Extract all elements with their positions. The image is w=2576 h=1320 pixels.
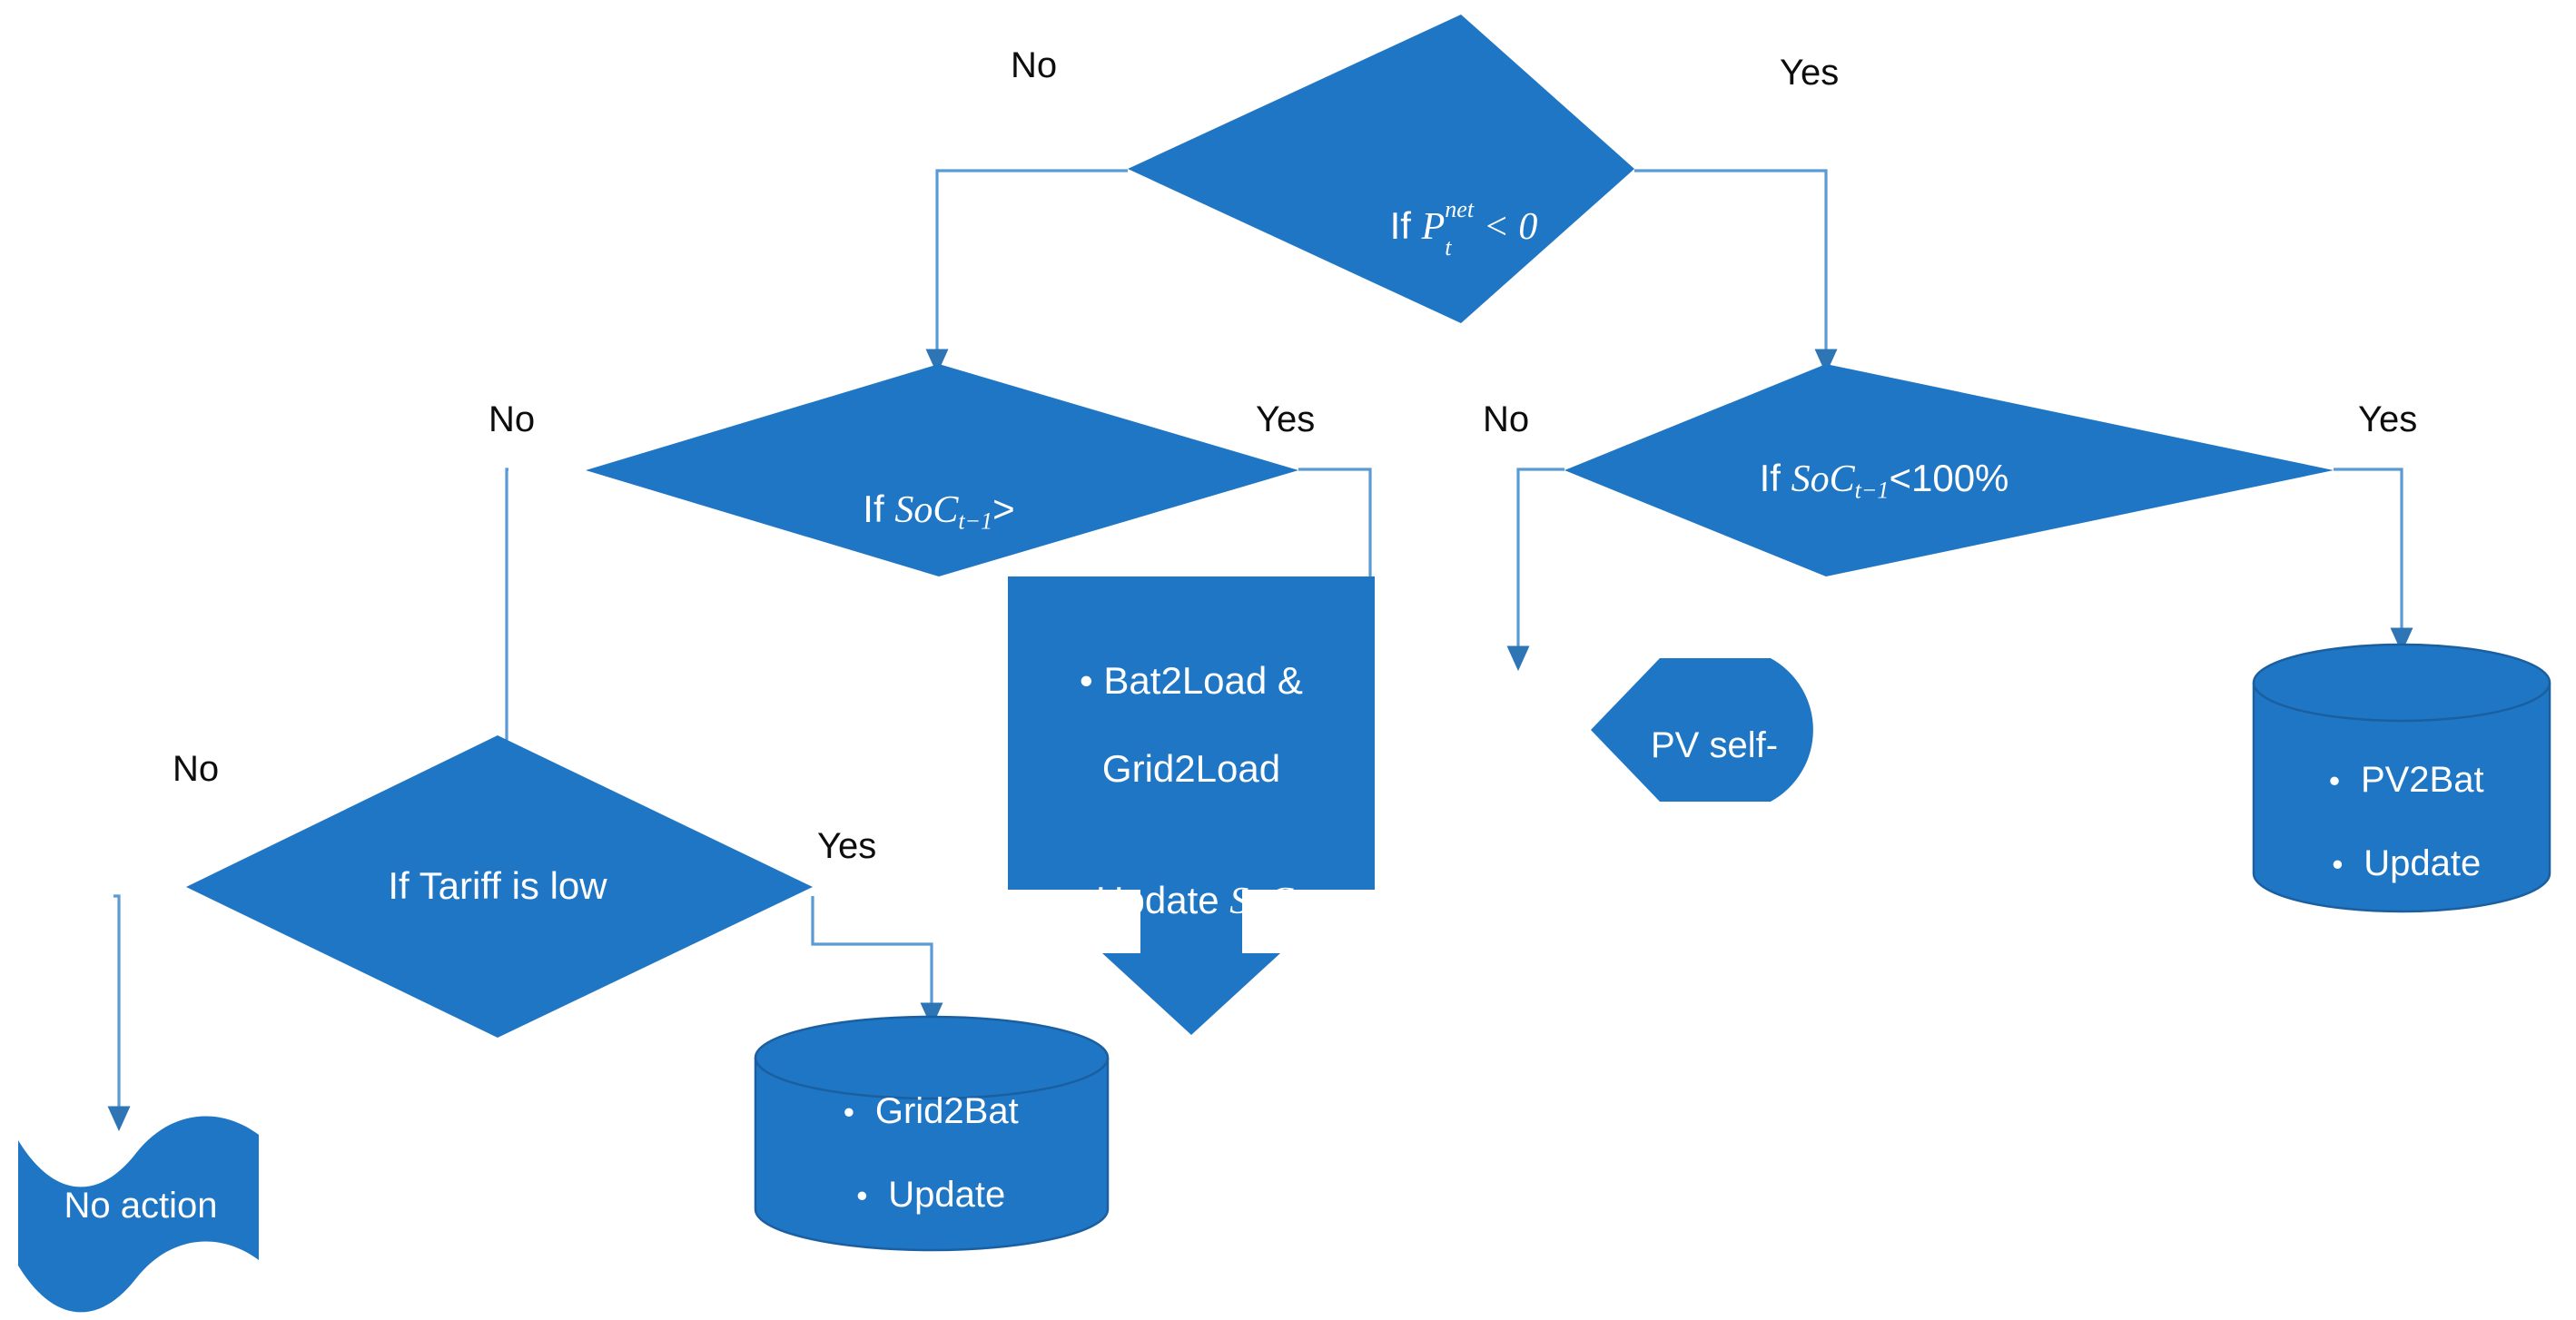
edge-label-d1-no: No	[1011, 45, 1058, 85]
edge-label-d4-no: No	[173, 749, 220, 789]
edge-label-d3-yes: Yes	[2358, 399, 2418, 439]
edge-label-d2-no: No	[489, 399, 536, 439]
connector-d4-yes	[811, 896, 943, 1029]
edge-label-d3-no: No	[1483, 399, 1530, 439]
connector-d2-no	[495, 468, 518, 842]
edge-label-d1-yes: Yes	[1780, 53, 1840, 93]
shape-decision-soc-min[interactable]	[586, 364, 1298, 576]
shape-block-arrow-down[interactable]	[1102, 872, 1280, 1035]
connector-d4-no	[107, 894, 131, 1132]
shape-decision-tariff[interactable]	[186, 735, 813, 1038]
shape-storage-grid2bat[interactable]	[754, 1015, 1110, 1252]
connector-d2-yes	[1298, 468, 1372, 576]
shape-process-bat2load[interactable]	[1008, 576, 1375, 890]
shape-action-pv-self-curtail[interactable]	[1591, 658, 1813, 802]
connector-group	[107, 169, 2413, 1132]
connector-d1-no	[925, 169, 1128, 375]
shape-decision-soc-full[interactable]	[1564, 364, 2334, 576]
shape-decision-pnet[interactable]	[1128, 15, 1634, 323]
edge-label-d2-yes: Yes	[1256, 399, 1316, 439]
connector-d3-no	[1506, 468, 1564, 672]
shape-storage-pv2bat[interactable]	[2252, 643, 2551, 913]
shape-terminator-no-action[interactable]	[18, 1116, 259, 1313]
edge-label-d4-yes: Yes	[817, 826, 877, 866]
connector-d3-yes	[2334, 468, 2413, 654]
connector-d1-yes	[1634, 169, 1838, 375]
